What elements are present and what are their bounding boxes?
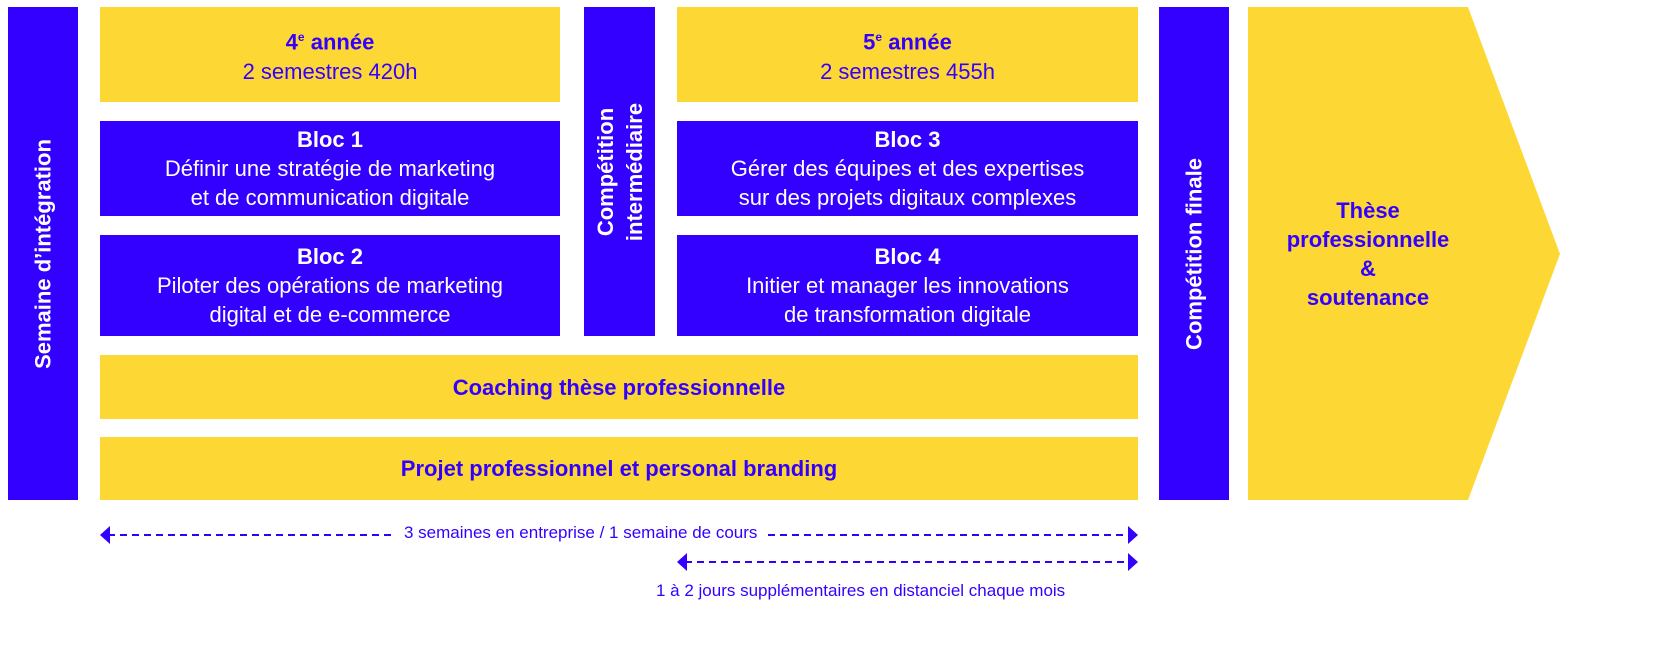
bloc-title: Bloc 2 <box>296 244 364 269</box>
bloc-title: Bloc 3 <box>874 127 941 152</box>
bloc-4: Bloc 4 Initier et manager les innovation… <box>677 235 1138 336</box>
bloc-text: digital et de e-commerce <box>209 302 451 327</box>
bloc-text: sur des projets digitaux complexes <box>738 185 1077 210</box>
year4-header: 4e année 2 semestres 420h <box>100 7 560 102</box>
arrow-head-right-icon <box>1128 526 1138 544</box>
projet-label: Projet professionnel et personal brandin… <box>400 456 838 481</box>
bloc-text: de transformation digitale <box>783 302 1032 327</box>
year5-hours: 2 semestres 455h <box>820 58 995 84</box>
these-label: Thèse professionnelle & soutenance <box>1286 197 1450 310</box>
projet-bar: Projet professionnel et personal brandin… <box>100 437 1138 500</box>
these-arrow-shape <box>1248 7 1560 500</box>
coaching-label: Coaching thèse professionnelle <box>452 374 786 400</box>
bloc-text: Définir une stratégie de marketing <box>164 156 496 181</box>
year5-header: 5e année 2 semestres 455h <box>677 7 1138 102</box>
bloc-2: Bloc 2 Piloter des opérations de marketi… <box>100 235 560 336</box>
rhythm-label: 3 semaines en entreprise / 1 semaine de … <box>396 523 766 543</box>
competition-final-bar: Compétition finale <box>1159 7 1229 500</box>
remote-label: 1 à 2 jours supplémentaires en distancie… <box>648 581 1074 601</box>
bloc-title: Bloc 1 <box>296 127 364 152</box>
year4-title: 4e année <box>285 29 375 55</box>
year5-title: 5e année <box>863 29 952 55</box>
bloc-text: Initier et manager les innovations <box>746 273 1069 298</box>
bloc-3: Bloc 3 Gérer des équipes et des expertis… <box>677 121 1138 216</box>
timeline-arrows <box>100 526 1138 571</box>
bloc-text: et de communication digitale <box>190 185 470 210</box>
bloc-text: Gérer des équipes et des expertises <box>730 156 1085 181</box>
arrow-head-right-icon <box>1128 553 1138 571</box>
arrow-head-left-icon <box>677 553 687 571</box>
integration-week-bar: Semaine d’intégration <box>8 7 78 500</box>
bloc-text: Piloter des opérations de marketing <box>156 273 504 298</box>
competition-final-label: Compétition finale <box>1181 157 1207 350</box>
bloc-1: Bloc 1 Définir une stratégie de marketin… <box>100 121 560 216</box>
bloc-title: Bloc 4 <box>874 244 941 269</box>
arrow-head-left-icon <box>100 526 110 544</box>
integration-week-label: Semaine d’intégration <box>30 138 56 369</box>
coaching-bar: Coaching thèse professionnelle <box>100 355 1138 419</box>
year4-hours: 2 semestres 420h <box>242 58 418 84</box>
